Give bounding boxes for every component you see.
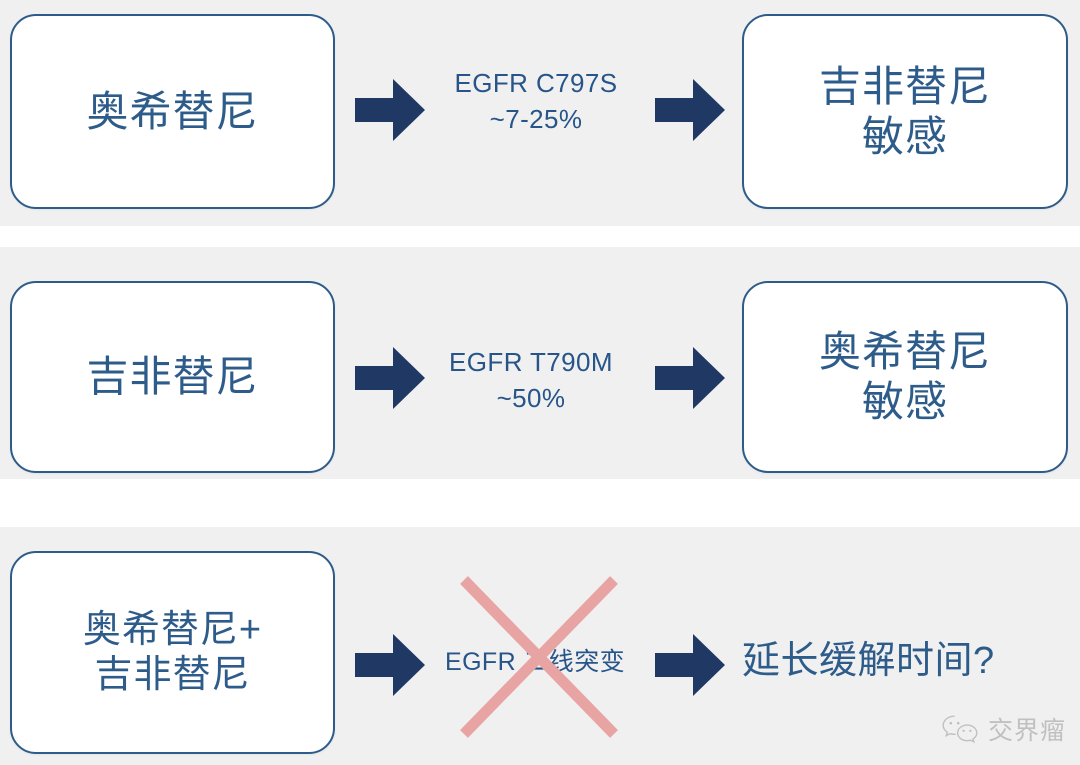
row-2-outcome-box: 奥希替尼 敏感 [742,281,1068,473]
row-1-mutation-line-2: ~7-25% [489,103,583,134]
row-2-mutation-line-1: EGFR T790M [449,347,613,377]
row-2-outcome-line-1: 奥希替尼 [818,328,991,376]
row-3-source-box: 奥希替尼+ 吉非替尼 [10,551,335,754]
row-3-source-line-2: 吉非替尼 [94,653,251,696]
row-1-arrow-1-icon [355,75,425,145]
row-2-source-line-1: 吉非替尼 [86,353,259,401]
row-1-source-box: 奥希替尼 [10,14,335,209]
row-2-mutation-label: EGFR T790M ~50% [425,345,637,417]
row-1-mutation-line-1: EGFR C797S [454,68,618,98]
row-1-outcome-line-1: 吉非替尼 [818,62,991,110]
row-1-outcome-box: 吉非替尼 敏感 [742,14,1068,209]
row-2-mutation-line-2: ~50% [496,382,566,413]
row-3-mutation-label: EGFR 二线突变 [430,645,640,680]
row-1-mutation-label: EGFR C797S ~7-25% [430,66,642,138]
row-1-outcome-line-2: 敏感 [861,112,948,160]
watermark-text: 交界瘤 [987,717,1066,745]
row-1-source-line-1: 奥希替尼 [86,87,259,135]
row-3-arrow-2-icon [655,630,725,700]
row-2-outcome-line-2: 敏感 [861,378,948,425]
row-3-outcome-text: 延长缓解时间? [742,640,995,682]
row-2-arrow-2-icon [655,343,725,413]
row-2-arrow-1-icon [355,343,425,413]
row-2-source-box: 吉非替尼 [10,281,335,473]
row-3-source-line-1: 奥希替尼+ [82,608,263,651]
row-1-arrow-2-icon [655,75,725,145]
row-3-arrow-1-icon [355,630,425,700]
watermark: 交界瘤 [940,711,1066,747]
wechat-icon [940,713,980,745]
row-3-mutation-line-1: EGFR 二线突变 [445,648,625,676]
